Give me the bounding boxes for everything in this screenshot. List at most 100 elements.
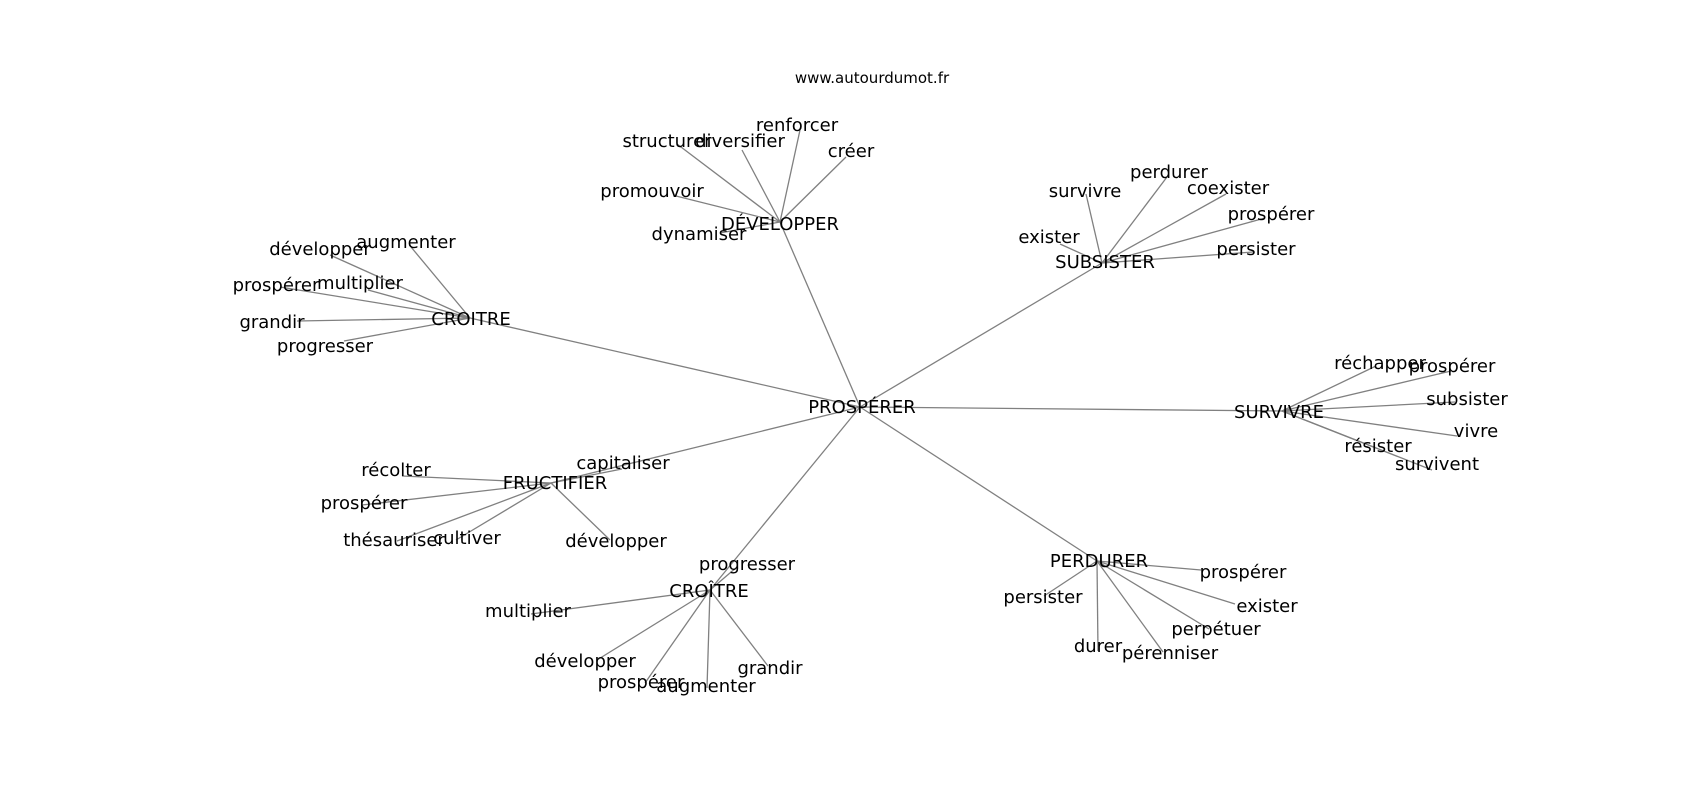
edge-center-developper xyxy=(779,221,861,408)
leaf-node-fructifier-3: thésauriser xyxy=(343,530,445,551)
leaf-node-croitre-accent-3: prospérer xyxy=(598,672,685,693)
leaf-node-croitre-3: prospérer xyxy=(233,275,320,296)
leaf-node-survivre-3: vivre xyxy=(1454,421,1498,442)
edge-croitre-leaf-3 xyxy=(279,286,471,319)
edge-survivre-leaf-2 xyxy=(1281,401,1456,412)
edge-croitre-leaf-0 xyxy=(410,246,471,319)
cluster-node-subsister: SUBSISTER xyxy=(1055,252,1155,273)
edge-center-perdurer xyxy=(859,406,1098,562)
edge-croitre-leaf-5 xyxy=(343,317,471,342)
leaf-node-survivre-4: résister xyxy=(1344,436,1412,457)
leaf-node-subsister-1: survivre xyxy=(1049,181,1122,202)
edge-fructifier-leaf-1 xyxy=(401,475,552,484)
cluster-node-fructifier: FRUCTIFIER xyxy=(503,473,607,494)
leaf-node-perdurer-3: perpétuer xyxy=(1171,619,1261,640)
edge-perdurer-leaf-1 xyxy=(1043,560,1098,597)
leaf-node-perdurer-5: pérenniser xyxy=(1122,643,1219,664)
cluster-node-croitre-accent: CROÎTRE xyxy=(669,580,748,602)
leaf-node-croitre-1: développer xyxy=(269,239,371,260)
center-node-label: PROSPÉRER xyxy=(808,396,916,418)
edge-layer xyxy=(279,129,1458,689)
edge-croitre-accent-leaf-2 xyxy=(596,589,711,661)
leaf-node-subsister-2: coexister xyxy=(1187,178,1270,199)
edge-fructifier-leaf-5 xyxy=(550,482,611,541)
leaf-node-subsister-0: perdurer xyxy=(1130,162,1208,183)
edge-croitre-accent-leaf-0 xyxy=(709,566,738,591)
leaf-node-developper-0: renforcer xyxy=(756,115,839,136)
leaf-node-subsister-4: exister xyxy=(1018,227,1080,248)
edge-survivre-leaf-0 xyxy=(1281,365,1377,412)
leaf-node-fructifier-1: récolter xyxy=(361,460,431,481)
edge-subsister-leaf-1 xyxy=(1085,193,1103,264)
leaf-node-croitre-accent-1: multiplier xyxy=(485,601,572,622)
edge-perdurer-leaf-5 xyxy=(1096,560,1164,653)
edge-center-croitre xyxy=(469,317,861,408)
leaf-node-survivre-5: survivent xyxy=(1395,454,1479,475)
edge-developper-leaf-0 xyxy=(779,129,801,223)
cluster-node-croitre: CROITRE xyxy=(431,309,510,330)
edge-subsister-leaf-4 xyxy=(1059,243,1103,264)
edge-croitre-accent-leaf-5 xyxy=(709,589,769,667)
leaf-node-subsister-5: persister xyxy=(1216,239,1296,260)
edge-croitre-leaf-1 xyxy=(329,254,471,319)
leaf-node-croitre-2: multiplier xyxy=(317,273,404,294)
cluster-node-perdurer: PERDURER xyxy=(1050,551,1148,572)
leaf-node-survivre-2: subsister xyxy=(1426,389,1508,410)
cluster-node-survivre: SURVIVRE xyxy=(1234,402,1324,423)
edge-croitre-accent-leaf-4 xyxy=(706,589,711,689)
leaf-node-developper-1: structurer xyxy=(622,131,712,152)
edge-center-fructifier xyxy=(550,406,861,484)
leaf-node-fructifier-5: développer xyxy=(565,531,667,552)
leaf-node-croitre-5: progresser xyxy=(277,336,374,357)
cluster-node-developper: DÉVELOPPER xyxy=(721,213,839,235)
edge-developper-leaf-5 xyxy=(719,221,781,234)
edge-subsister-leaf-0 xyxy=(1101,176,1168,264)
leaf-node-croitre-0: augmenter xyxy=(356,232,456,253)
edge-developper-leaf-3 xyxy=(779,156,847,223)
leaf-node-fructifier-2: prospérer xyxy=(321,493,408,514)
edge-croitre-leaf-4 xyxy=(296,317,471,322)
edge-perdurer-leaf-3 xyxy=(1096,560,1210,630)
leaf-node-developper-4: promouvoir xyxy=(600,181,704,202)
leaf-node-perdurer-0: prospérer xyxy=(1200,562,1287,583)
leaf-node-developper-5: dynamiser xyxy=(652,224,748,245)
leaf-node-fructifier-0: capitaliser xyxy=(576,453,670,474)
edge-fructifier-leaf-0 xyxy=(550,468,623,484)
edge-fructifier-leaf-2 xyxy=(361,482,552,506)
leaf-node-croitre-accent-0: progresser xyxy=(699,554,796,575)
leaf-node-croitre-accent-5: grandir xyxy=(737,658,803,679)
leaf-node-survivre-1: prospérer xyxy=(1409,356,1496,377)
leaf-node-developper-2: diversifier xyxy=(695,131,785,152)
edge-croitre-accent-leaf-1 xyxy=(530,589,711,615)
edge-perdurer-leaf-2 xyxy=(1096,560,1236,605)
leaf-node-croitre-4: grandir xyxy=(239,312,305,333)
leaf-node-fructifier-4: cultiver xyxy=(433,528,501,549)
leaf-node-perdurer-4: durer xyxy=(1074,636,1123,657)
edge-survivre-leaf-1 xyxy=(1281,370,1452,412)
edge-fructifier-leaf-4 xyxy=(455,482,552,541)
edge-subsister-leaf-3 xyxy=(1101,217,1266,264)
edge-perdurer-leaf-4 xyxy=(1096,560,1099,652)
edge-center-survivre xyxy=(859,406,1283,412)
edge-center-subsister xyxy=(859,262,1103,408)
edge-fructifier-leaf-3 xyxy=(396,482,552,542)
edge-survivre-leaf-3 xyxy=(1281,410,1458,437)
site-label: www.autourdumot.fr xyxy=(795,69,950,87)
edge-center-croitre-accent xyxy=(709,406,861,591)
edge-subsister-leaf-5 xyxy=(1101,251,1254,264)
edge-developper-leaf-4 xyxy=(675,195,781,223)
leaf-node-perdurer-1: persister xyxy=(1003,587,1083,608)
leaf-node-perdurer-2: exister xyxy=(1236,596,1298,617)
leaf-node-subsister-3: prospérer xyxy=(1228,204,1315,225)
leaf-node-croitre-accent-2: développer xyxy=(534,651,636,672)
edge-croitre-leaf-2 xyxy=(367,289,471,319)
edge-subsister-leaf-2 xyxy=(1101,193,1227,264)
leaf-node-croitre-accent-4: augmenter xyxy=(656,676,756,697)
label-layer: PROSPÉRER DÉVELOPPER renforcer structurerdi… xyxy=(233,115,1509,697)
edge-developper-leaf-1 xyxy=(676,143,781,223)
leaf-node-developper-3: créer xyxy=(828,141,875,162)
leaf-node-survivre-0: réchapper xyxy=(1334,353,1426,374)
edge-survivre-leaf-5 xyxy=(1281,410,1433,471)
edge-croitre-accent-leaf-3 xyxy=(644,589,711,684)
